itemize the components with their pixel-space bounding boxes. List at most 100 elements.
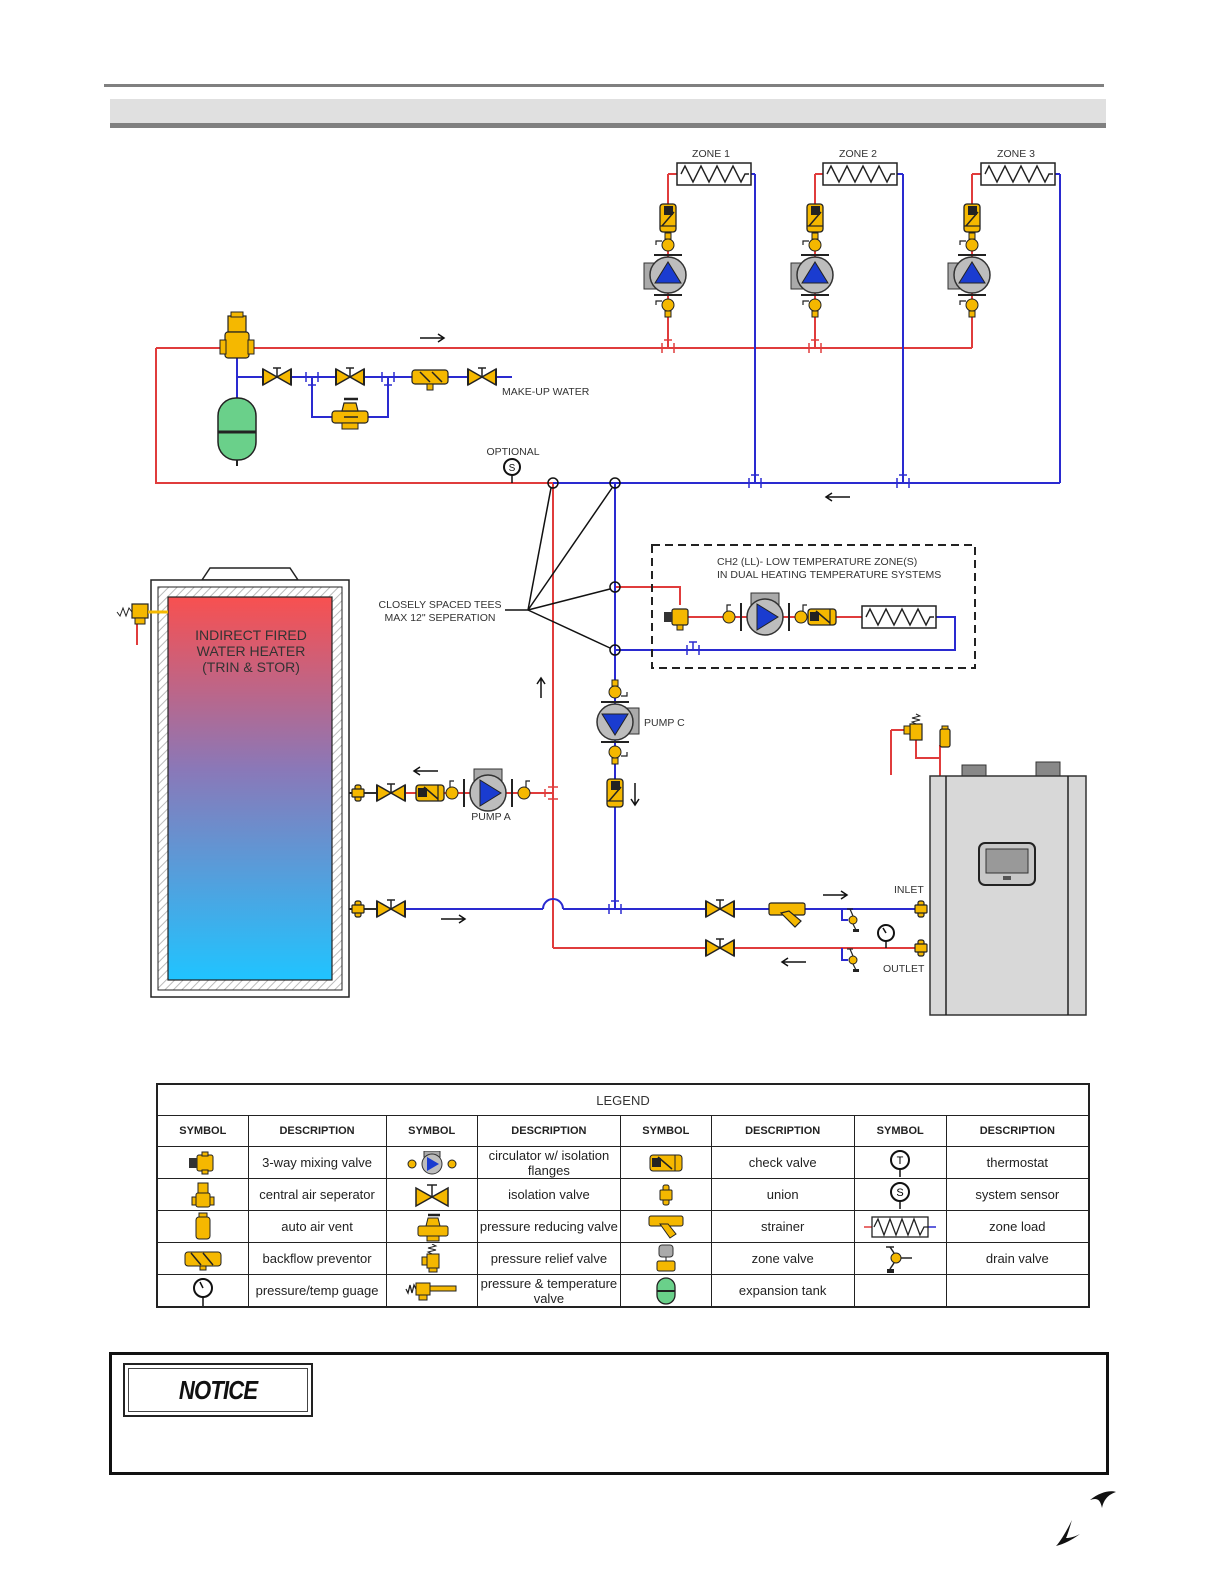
heater-return-fittings: [348, 899, 407, 918]
legend-description: auto air vent: [247, 1210, 387, 1243]
notice-badge: NOTICE: [123, 1363, 313, 1417]
flow-arrows: [412, 333, 850, 967]
svg-text:MAKE-UP WATER: MAKE-UP WATER: [502, 386, 590, 398]
header-rule: [104, 84, 1104, 87]
pressure-reducing-valve-icon: [417, 1213, 449, 1241]
svg-text:ZONE 1: ZONE 1: [692, 148, 730, 160]
legend-description: backflow preventor: [247, 1242, 387, 1275]
legend-description: circulator w/ isolation flanges: [476, 1146, 621, 1179]
svg-text:OUTLET: OUTLET: [883, 963, 925, 975]
legend-description: expansion tank: [710, 1274, 855, 1308]
piping-diagram: ZONE 1 ZONE 2 ZONE 3: [116, 148, 1087, 1016]
svg-text:INDIRECT FIRED: INDIRECT FIRED: [195, 627, 307, 643]
legend-header-symbol: SYMBOL: [385, 1115, 478, 1147]
pump-a-line: PUMP A: [348, 768, 531, 823]
brand-logo-icon: [1056, 1491, 1116, 1546]
check-valve-icon: [649, 1154, 683, 1171]
svg-text:(TRIN & STOR): (TRIN & STOR): [202, 659, 300, 675]
isolation-valve-icon: [414, 1183, 449, 1207]
closely-spaced-label-line2: MAX 12" SEPERATION: [385, 612, 496, 624]
svg-text:WATER HEATER: WATER HEATER: [197, 643, 306, 659]
legend-description: pressure & temperature valve: [476, 1274, 621, 1308]
svg-text:OPTIONAL: OPTIONAL: [486, 446, 539, 458]
3-way-mixing-valve-icon: [188, 1151, 214, 1174]
zone-2: ZONE 2: [822, 148, 898, 186]
circulator-icon: [407, 1150, 457, 1174]
closely-spaced-tees: [505, 477, 621, 656]
zone-3: ZONE 3: [980, 148, 1056, 186]
svg-text:CH2 (LL)- LOW TEMPERATURE ZONE: CH2 (LL)- LOW TEMPERATURE ZONE(S): [717, 556, 917, 568]
legend-header-description: DESCRIPTION: [710, 1115, 855, 1147]
thermostat-icon: T: [890, 1149, 911, 1177]
optional-system-sensor: OPTIONAL S: [486, 446, 540, 483]
tee-fittings: [305, 339, 910, 915]
boiler-piping-fittings: INLET OUTLET: [704, 884, 928, 975]
legend-description: zone valve: [710, 1242, 855, 1275]
legend-description: check valve: [710, 1146, 855, 1179]
expansion-tank-icon: [656, 1276, 676, 1305]
legend-description: pressure/temp guage: [247, 1274, 387, 1308]
section-header-band: [110, 99, 1106, 123]
legend-table: LEGEND SYMBOL DESCRIPTION SYMBOL DESCRIP…: [156, 1083, 1090, 1308]
legend-description: isolation valve: [476, 1178, 621, 1211]
drain-valve-icon: [886, 1245, 913, 1273]
svg-text:PUMP A: PUMP A: [471, 811, 511, 823]
pressure-temp-gauge-icon: [192, 1277, 213, 1306]
section-header-underline: [110, 123, 1106, 128]
legend-description: drain valve: [945, 1242, 1090, 1275]
legend-description: union: [710, 1178, 855, 1211]
svg-text:S: S: [897, 1187, 904, 1199]
indirect-water-heater: INDIRECT FIRED WATER HEATER (TRIN & STOR…: [116, 567, 350, 998]
legend-empty-cell: [853, 1274, 947, 1308]
strainer-icon: [648, 1215, 684, 1239]
expansion-tank: [217, 397, 257, 466]
legend-description: central air seperator: [247, 1178, 387, 1211]
legend-description: 3-way mixing valve: [247, 1146, 387, 1179]
zone-valve-icon: [656, 1244, 676, 1271]
legend-row: pressure/temp guage pressure & temperatu…: [156, 1274, 1090, 1308]
legend-header-symbol: SYMBOL: [619, 1115, 712, 1147]
legend-description: thermostat: [945, 1146, 1090, 1179]
legend-description: system sensor: [945, 1178, 1090, 1211]
pressure-temp-gauge: [877, 924, 895, 948]
legend-description: strainer: [710, 1210, 855, 1243]
pressure-relief-valve-icon: [421, 1243, 440, 1272]
zone-load-icon: [864, 1215, 937, 1238]
legend-header-description: DESCRIPTION: [476, 1115, 621, 1147]
legend-description: pressure reducing valve: [476, 1210, 621, 1243]
boiler: [903, 713, 1087, 1016]
legend-row: 3-way mixing valve circulator w/ isolati…: [156, 1146, 1090, 1179]
union-icon: [659, 1184, 673, 1205]
auto-air-vent-icon: [195, 1212, 211, 1239]
svg-text:IN DUAL HEATING TEMPERATURE SY: IN DUAL HEATING TEMPERATURE SYSTEMS: [717, 569, 941, 581]
svg-text:ZONE 3: ZONE 3: [997, 148, 1035, 160]
legend-row: auto air vent pressure reducing valve st…: [156, 1210, 1090, 1243]
pressure-temperature-valve-icon: [405, 1282, 457, 1300]
legend-row: backflow preventor pressure relief valve…: [156, 1242, 1090, 1275]
legend-description: pressure relief valve: [476, 1242, 621, 1275]
zone-pumps: [643, 203, 991, 318]
legend-row: central air seperator isolation valve un…: [156, 1178, 1090, 1211]
legend-header-symbol: SYMBOL: [853, 1115, 947, 1147]
central-air-separator-icon: [191, 1182, 215, 1207]
pump-c: PUMP C: [596, 679, 685, 808]
legend-empty-cell: [945, 1274, 1090, 1308]
svg-text:ZONE 2: ZONE 2: [839, 148, 877, 160]
backflow-preventor-icon: [184, 1251, 222, 1270]
legend-header-symbol: SYMBOL: [156, 1115, 249, 1147]
central-air-separator: [219, 311, 255, 359]
zone-1: ZONE 1: [676, 148, 752, 186]
make-up-water-fittings: MAKE-UP WATER: [261, 367, 590, 430]
system-sensor-icon: S: [890, 1181, 911, 1209]
ch2-low-temp-zone: CH2 (LL)- LOW TEMPERATURE ZONE(S) IN DUA…: [651, 544, 976, 669]
svg-text:INLET: INLET: [894, 884, 924, 896]
svg-text:S: S: [509, 463, 516, 474]
svg-text:PUMP C: PUMP C: [644, 717, 685, 729]
closely-spaced-label-line1: CLOSELY SPACED TEES: [379, 599, 502, 611]
legend-header-description: DESCRIPTION: [945, 1115, 1090, 1147]
svg-text:T: T: [897, 1155, 904, 1167]
legend-header-description: DESCRIPTION: [247, 1115, 387, 1147]
legend-description: zone load: [945, 1210, 1090, 1243]
notice-box: NOTICE: [109, 1352, 1109, 1475]
notice-label: NOTICE: [178, 1374, 258, 1405]
